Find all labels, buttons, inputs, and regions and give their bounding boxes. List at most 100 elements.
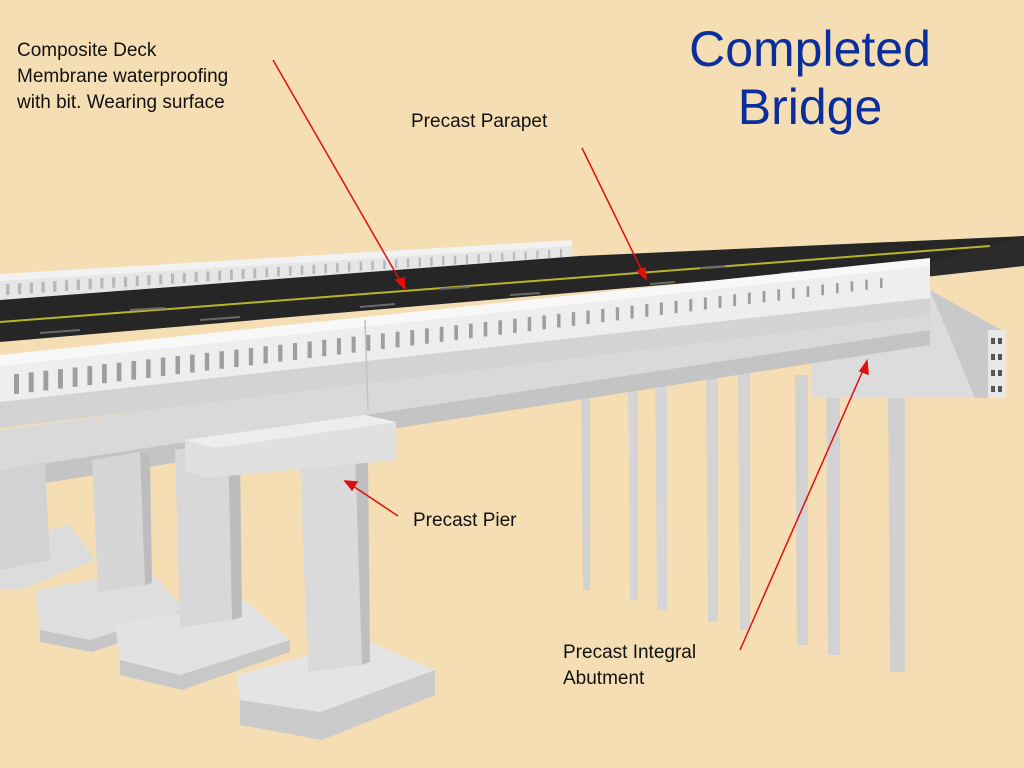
parapet-slot [204, 352, 210, 371]
parapet-slot [465, 255, 468, 264]
parapet-slot [430, 257, 433, 266]
parapet-slot [253, 268, 257, 279]
parapet-slot [182, 272, 186, 283]
lane-line [0, 245, 991, 323]
parapet-arrowhead [635, 266, 647, 281]
parapet-slot [322, 339, 327, 357]
parapet-slot [806, 286, 810, 297]
parapet-slot [406, 258, 410, 268]
parapet-slot [29, 282, 33, 294]
parapet-slot [489, 253, 492, 262]
parapet-slot [131, 361, 137, 380]
parapet-slot [146, 359, 151, 378]
parapet-leader [581, 147, 644, 274]
parapet-slot [72, 367, 78, 387]
parapet-slot [123, 276, 128, 287]
parapet-slot [418, 257, 421, 267]
parapet-label: Precast Parapet [411, 109, 547, 135]
abutment-leader [739, 367, 865, 651]
pile [706, 368, 718, 622]
parapet-slot [527, 317, 532, 332]
parapet-slot [836, 282, 839, 294]
parapet-slot [17, 283, 22, 295]
parapet-slot [791, 287, 795, 299]
parapet-slot [359, 261, 363, 271]
pile [655, 360, 667, 610]
pile [581, 380, 590, 590]
parapet-slot [747, 292, 751, 305]
parapet-slot [645, 304, 649, 317]
parapet-slot [206, 271, 210, 282]
parapet-slot [218, 270, 222, 281]
parapet-slot [674, 300, 678, 314]
parapet-slot [147, 275, 151, 286]
parapet-slot [160, 357, 166, 376]
parapet-slot [542, 315, 546, 330]
abutment-face [988, 330, 1006, 398]
parapet-slot [371, 260, 374, 270]
parapet-slot [733, 294, 737, 306]
parapet-slot [278, 344, 283, 362]
rear-pier-2 [35, 452, 185, 652]
parapet-slot [395, 259, 398, 269]
parapet-slot [41, 281, 45, 293]
pile [628, 365, 638, 600]
parapet-slot [380, 333, 385, 350]
parapet-slot [171, 273, 175, 284]
deck-arrowhead [394, 277, 406, 291]
far-parapet [0, 240, 572, 300]
parapet-slot [454, 325, 458, 341]
parapet-slot [571, 312, 576, 326]
parapet-slot [112, 277, 116, 288]
parapet-slot [586, 310, 590, 324]
parapet-slot [601, 308, 605, 323]
parapet-slot [230, 269, 233, 280]
parapet-slot [53, 281, 57, 292]
precast-pier [185, 415, 435, 740]
parapet-slot [615, 307, 620, 321]
parapet-slot [560, 249, 562, 257]
slide-title: Completed Bridge [640, 20, 980, 136]
abutment-side [930, 290, 1005, 398]
parapet-slot [524, 251, 527, 260]
parapet-slot [395, 331, 400, 348]
pier-footing-side [240, 670, 435, 740]
parapet-slot [324, 263, 327, 274]
parapet-slot [498, 320, 502, 335]
parapet-slot [512, 252, 515, 261]
parapet-slot [469, 323, 473, 339]
parapet-slot [241, 269, 245, 279]
leader-lines [272, 59, 869, 651]
parapet-slot [703, 297, 707, 310]
parapet-slot [865, 279, 868, 290]
parapet-slot [263, 346, 268, 364]
pier-column [300, 452, 362, 672]
parapet-slot [477, 254, 480, 263]
parapet-slot [347, 262, 351, 272]
pier-label: Precast Pier [413, 508, 516, 534]
parapet-slot [850, 281, 854, 292]
parapet-slot [102, 364, 107, 384]
near-parapet-base [0, 295, 930, 428]
parapet-slot [366, 334, 371, 351]
parapet-slot [43, 370, 49, 391]
far-parapet-slots [6, 249, 562, 295]
parapet-slot [453, 255, 457, 265]
parapet-slot [777, 289, 781, 301]
parapet-slot [6, 284, 10, 295]
parapet-slot [76, 279, 80, 291]
parapet-slot [307, 341, 312, 359]
far-parapet-body [0, 242, 572, 300]
parapet-slot [58, 369, 63, 389]
parapet-slot [548, 249, 551, 258]
deck-label: Composite Deck Membrane waterproofing wi… [17, 38, 228, 116]
parapet-slot [351, 336, 356, 353]
parapet-slot [248, 348, 254, 366]
far-parapet-top [0, 240, 572, 281]
near-parapet-top [0, 258, 930, 366]
abutment-label-line-1: Precast Integral [563, 642, 697, 663]
parapet-slot [277, 266, 280, 277]
parapet-slot [100, 278, 104, 289]
abutment-bolts [991, 338, 1002, 392]
parapet-slot [630, 305, 634, 319]
